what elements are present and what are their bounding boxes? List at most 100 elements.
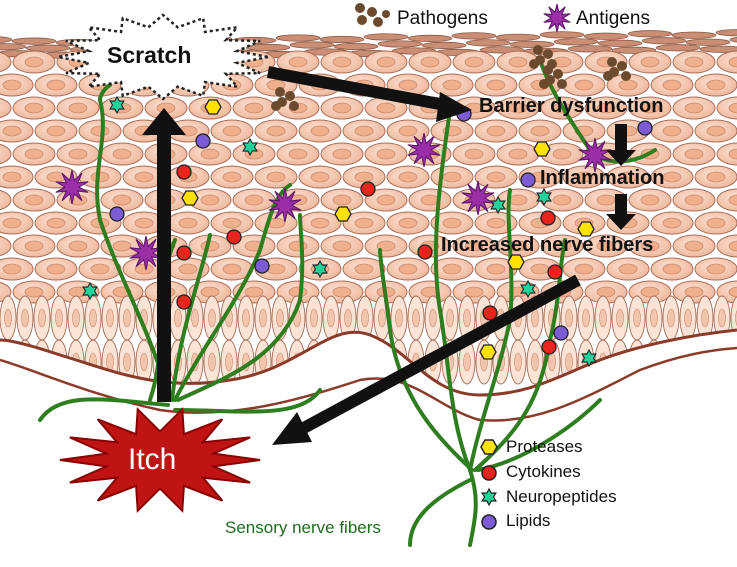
- keratinocyte-cell: [452, 142, 496, 166]
- lipid-particle: [254, 258, 270, 274]
- lipid-particle: [109, 206, 125, 222]
- keratinocyte-cell: [56, 234, 100, 258]
- keratinocyte-cell: [0, 50, 12, 74]
- basal-cell: [305, 295, 323, 385]
- keratinocyte-cell: [474, 211, 518, 235]
- antigen-star: [578, 137, 612, 173]
- keratinocyte-cell: [606, 165, 650, 189]
- keratinocyte-cell: [672, 142, 716, 166]
- cytokine-particle: [176, 294, 192, 310]
- keratinocyte-cell: [188, 280, 232, 304]
- keratinocyte-cell: [56, 142, 100, 166]
- keratinocyte-cell: [12, 142, 56, 166]
- mediator-particles: [82, 95, 653, 368]
- keratinocyte-cell: [320, 50, 364, 74]
- keratinocyte-cell: [12, 96, 56, 120]
- neuropeptide-particle: [242, 137, 258, 157]
- basal-cell: [118, 295, 136, 385]
- keratinocyte-cell: [0, 119, 34, 143]
- protease-particle: [577, 221, 595, 237]
- keratinocyte-cell: [0, 142, 12, 166]
- keratinocyte-cell: [672, 234, 716, 258]
- keratinocyte-cell: [254, 165, 298, 189]
- antigen-star: [407, 132, 441, 168]
- keratinocyte-cell: [628, 96, 672, 120]
- keratinocyte-cell: [584, 96, 628, 120]
- neuropeptide-particle: [520, 279, 536, 299]
- keratinocyte-cell: [650, 119, 694, 143]
- protease-particle: [533, 141, 551, 157]
- keratinocyte-cell: [364, 142, 408, 166]
- keratinocyte-cell: [474, 119, 518, 143]
- keratinocyte-cell: [0, 234, 12, 258]
- keratinocyte-cell: [122, 211, 166, 235]
- keratinocyte-cell: [342, 257, 386, 281]
- basal-cell: [339, 295, 357, 385]
- keratinocyte-cell: [210, 119, 254, 143]
- keratinocyte-cell: [716, 96, 737, 120]
- keratinocyte-cell: [100, 188, 144, 212]
- lipid-particle: [195, 133, 211, 149]
- keratinocyte-cell: [694, 211, 737, 235]
- keratinocyte-cell: [276, 142, 320, 166]
- keratinocyte-cell: [716, 142, 737, 166]
- keratinocyte-cell: [232, 188, 276, 212]
- keratinocyte-cell: [716, 50, 737, 74]
- keratinocyte-cell: [12, 50, 56, 74]
- sensory-nerve-fibers-label: Sensory nerve fibers: [225, 518, 381, 537]
- legend-lipids: Lipids: [506, 511, 551, 530]
- basal-cell: [458, 295, 476, 385]
- keratinocyte-cell: [386, 119, 430, 143]
- keratinocyte-cell: [34, 257, 78, 281]
- keratinocyte-cell: [342, 211, 386, 235]
- keratinocyte-cell: [320, 188, 364, 212]
- basal-cell: [135, 295, 153, 385]
- cytokine-particle: [541, 339, 557, 355]
- basal-cell: [696, 295, 714, 385]
- keratinocyte-cell: [166, 211, 210, 235]
- basal-cell: [730, 295, 737, 385]
- neuropeptide-particle: [82, 281, 98, 301]
- antigen-star: [129, 235, 163, 271]
- basal-cell: [50, 295, 68, 385]
- keratinocyte-cell: [386, 257, 430, 281]
- basal-cell: [237, 295, 255, 385]
- keratinocyte-cell: [474, 257, 518, 281]
- keratinocyte-cell: [430, 211, 474, 235]
- keratinocyte-cell: [628, 234, 672, 258]
- keratinocyte-cell: [694, 73, 737, 97]
- keratinocyte-cell: [12, 280, 56, 304]
- keratinocyte-cell: [430, 119, 474, 143]
- protease-particle: [334, 206, 352, 222]
- antigen-star: [461, 180, 495, 216]
- cytokine-particle: [547, 264, 563, 280]
- keratinocyte-cell: [430, 257, 474, 281]
- antigen-star: [55, 169, 89, 205]
- keratinocyte-cell: [210, 165, 254, 189]
- keratinocyte-cell: [650, 257, 694, 281]
- keratinocyte-cell: [12, 188, 56, 212]
- keratinocyte-cell: [188, 188, 232, 212]
- protease-particle: [181, 190, 199, 206]
- lipid-particle: [520, 172, 536, 188]
- keratinocyte-cell: [496, 142, 540, 166]
- cytokine-particle: [176, 245, 192, 261]
- keratinocyte-cell: [386, 211, 430, 235]
- legend-icons: [480, 439, 498, 530]
- keratinocyte-cell: [144, 96, 188, 120]
- keratinocyte-cell: [78, 119, 122, 143]
- keratinocyte-cell: [34, 211, 78, 235]
- antigen-star: [268, 187, 302, 223]
- basal-cell: [33, 295, 51, 385]
- keratinocyte-cell: [694, 119, 737, 143]
- barrier-dysfunction-label: Barrier dysfunction: [479, 95, 664, 117]
- keratinocyte-cell: [0, 96, 12, 120]
- keratinocyte-cell: [320, 234, 364, 258]
- scratch-burst-icon: [57, 13, 269, 101]
- pathogen-cluster: [539, 65, 567, 89]
- cytokine-particle: [540, 210, 556, 226]
- legend-cytokines: Cytokines: [506, 462, 581, 481]
- cytokine-particle: [417, 244, 433, 260]
- keratinocyte-cell: [496, 96, 540, 120]
